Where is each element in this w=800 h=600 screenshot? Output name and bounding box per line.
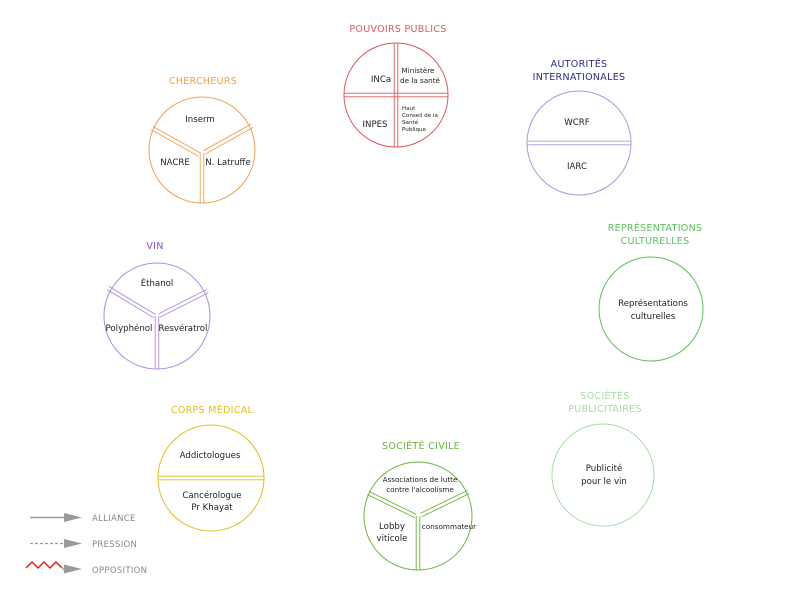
group-representations-culturelles: REPRÉSENTATIONS CULTURELLES Représentati… xyxy=(598,222,704,362)
opposition-arrowhead-icon xyxy=(64,564,82,574)
latruffe-label: N. Latruffe xyxy=(205,158,251,168)
autorites-dividers xyxy=(527,140,631,146)
representations-circle xyxy=(598,256,704,362)
ministere-label-line2: de la santé xyxy=(400,76,440,85)
corps-medical-dividers xyxy=(158,475,264,481)
nacre-label: NACRE xyxy=(160,158,190,168)
group-societes-publicitaires: SOCIÉTÉS PUBLICITAIRES Publicité pour le… xyxy=(551,390,655,527)
consommateur-label: consommateur xyxy=(422,522,476,531)
group-autorites-internationales: AUTORITÉS INTERNATIONALES WCRF IARC xyxy=(526,58,632,196)
societe-civile-circle xyxy=(363,461,473,571)
corps-medical-circle xyxy=(157,424,265,532)
societe-civile-dividers xyxy=(367,489,470,570)
inpes-label: INPES xyxy=(362,120,387,130)
pression-label: PRESSION xyxy=(92,540,137,550)
hcsp-label-line3: Santé xyxy=(402,119,419,126)
legend: ALLIANCE PRESSION OPPOSITION xyxy=(25,513,147,576)
hcsp-label-line4: Publique xyxy=(402,127,427,133)
group-pouvoirs-publics: POUVOIRS PUBLICS INCa Ministère de la sa… xyxy=(343,24,449,148)
alliance-arrowhead-icon xyxy=(64,513,82,522)
vin-dividers xyxy=(106,286,209,369)
associations-label-line1: Associations de lutte xyxy=(383,475,458,484)
publicitaires-inner-line2: pour le vin xyxy=(581,477,627,487)
chercheurs-circle xyxy=(148,96,256,204)
group-societe-civile: SOCIÉTÉ CIVILE Associations de lutte con… xyxy=(363,440,476,571)
pouvoirs-publics-dividers xyxy=(344,43,448,147)
publicitaires-circle xyxy=(551,423,655,527)
opposition-zigzag-icon xyxy=(25,560,63,570)
ethanol-label: Éthanol xyxy=(141,277,174,289)
wcrf-label: WCRF xyxy=(564,118,589,128)
vin-circle xyxy=(103,262,211,370)
vin-title: VIN xyxy=(146,241,163,252)
resveratrol-label: Resvératrol xyxy=(159,323,208,334)
pouvoirs-publics-title: POUVOIRS PUBLICS xyxy=(349,24,446,35)
representations-inner-line2: culturelles xyxy=(631,312,676,322)
group-vin: VIN Éthanol Polyphénol Resvératrol xyxy=(103,241,211,370)
lobby-label-line1: Lobby xyxy=(379,522,405,532)
ministere-label-line1: Ministère xyxy=(402,66,436,75)
inserm-label: Inserm xyxy=(185,115,215,125)
pouvoirs-publics-circle xyxy=(343,42,449,148)
representations-title-line1: REPRÉSENTATIONS xyxy=(608,222,703,234)
publicitaires-inner-line1: Publicité xyxy=(586,463,622,474)
hcsp-label-line1: Haut xyxy=(402,106,416,112)
societe-civile-title: SOCIÉTÉ CIVILE xyxy=(382,440,460,452)
legend-alliance: ALLIANCE xyxy=(30,513,136,524)
autorites-title-line2: INTERNATIONALES xyxy=(533,72,626,83)
polyphenol-label: Polyphénol xyxy=(106,323,153,334)
associations-label-line2: contre l'alcoolisme xyxy=(386,485,454,494)
iarc-label: IARC xyxy=(567,162,587,172)
autorites-title-line1: AUTORITÉS xyxy=(551,58,608,70)
group-chercheurs: CHERCHEURS Inserm NACRE N. Latruffe xyxy=(148,76,256,204)
chercheurs-dividers xyxy=(150,123,254,203)
group-corps-medical: CORPS MÉDICAL Addictologues Cancérologue… xyxy=(157,404,265,532)
cancerologue-label-line1: Cancérologue xyxy=(182,490,241,501)
cancerologue-label-line2: Pr Khayat xyxy=(191,503,233,513)
representations-title-line2: CULTURELLES xyxy=(621,236,690,247)
hcsp-label-line2: Conseil de la xyxy=(402,113,438,119)
representations-inner-line1: Représentations xyxy=(618,298,688,309)
publicitaires-title-line2: PUBLICITAIRES xyxy=(568,404,642,415)
opposition-label: OPPOSITION xyxy=(92,566,147,576)
lobby-label-line2: viticole xyxy=(377,534,408,544)
autorites-circle xyxy=(526,90,632,196)
inca-label: INCa xyxy=(371,75,391,85)
legend-opposition: OPPOSITION xyxy=(25,560,147,576)
alliance-label: ALLIANCE xyxy=(92,514,136,524)
legend-pression: PRESSION xyxy=(30,539,137,550)
chercheurs-title: CHERCHEURS xyxy=(169,76,237,87)
addictologues-label: Addictologues xyxy=(180,451,241,461)
pression-arrowhead-icon xyxy=(64,539,82,548)
publicitaires-title-line1: SOCIÉTÉS xyxy=(580,390,629,402)
corps-medical-title: CORPS MÉDICAL xyxy=(171,404,254,416)
